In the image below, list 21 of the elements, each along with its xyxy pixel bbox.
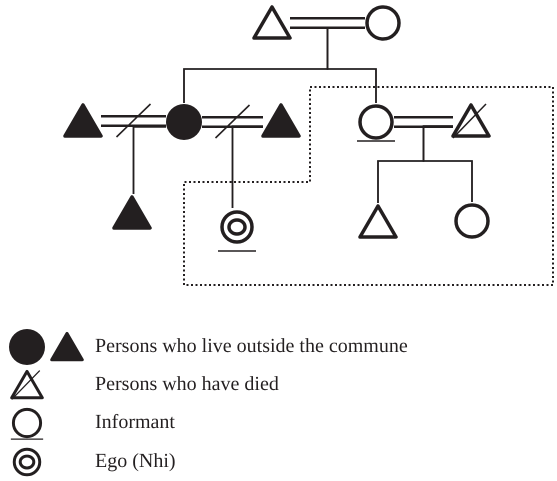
divorce-line: [202, 116, 263, 128]
male-triangle-symbol: [63, 102, 103, 140]
descent-line: [132, 126, 166, 194]
female-circle-symbol: [363, 4, 403, 42]
divorce-line: [101, 115, 166, 127]
male-triangle-symbol: [451, 102, 491, 140]
male-triangle-symbol: [261, 102, 301, 140]
legend-text: Ego (Nhi): [95, 449, 176, 473]
legend-text: Persons who have died: [95, 372, 279, 396]
legend-text: Persons who live outside the commune: [95, 334, 408, 358]
female-circle-symbol: [164, 103, 204, 141]
male-triangle-symbol: [252, 4, 292, 42]
female-circle-symbol: [452, 202, 492, 240]
male-triangle-symbol: [358, 203, 398, 241]
marriage-line: [290, 17, 365, 29]
male-triangle-symbol: [112, 194, 152, 232]
descent-line: [326, 27, 377, 103]
descent-line: [232, 125, 263, 208]
legend-text: Informant: [95, 410, 175, 434]
marriage-line: [394, 116, 453, 128]
descent-line: [422, 125, 473, 202]
